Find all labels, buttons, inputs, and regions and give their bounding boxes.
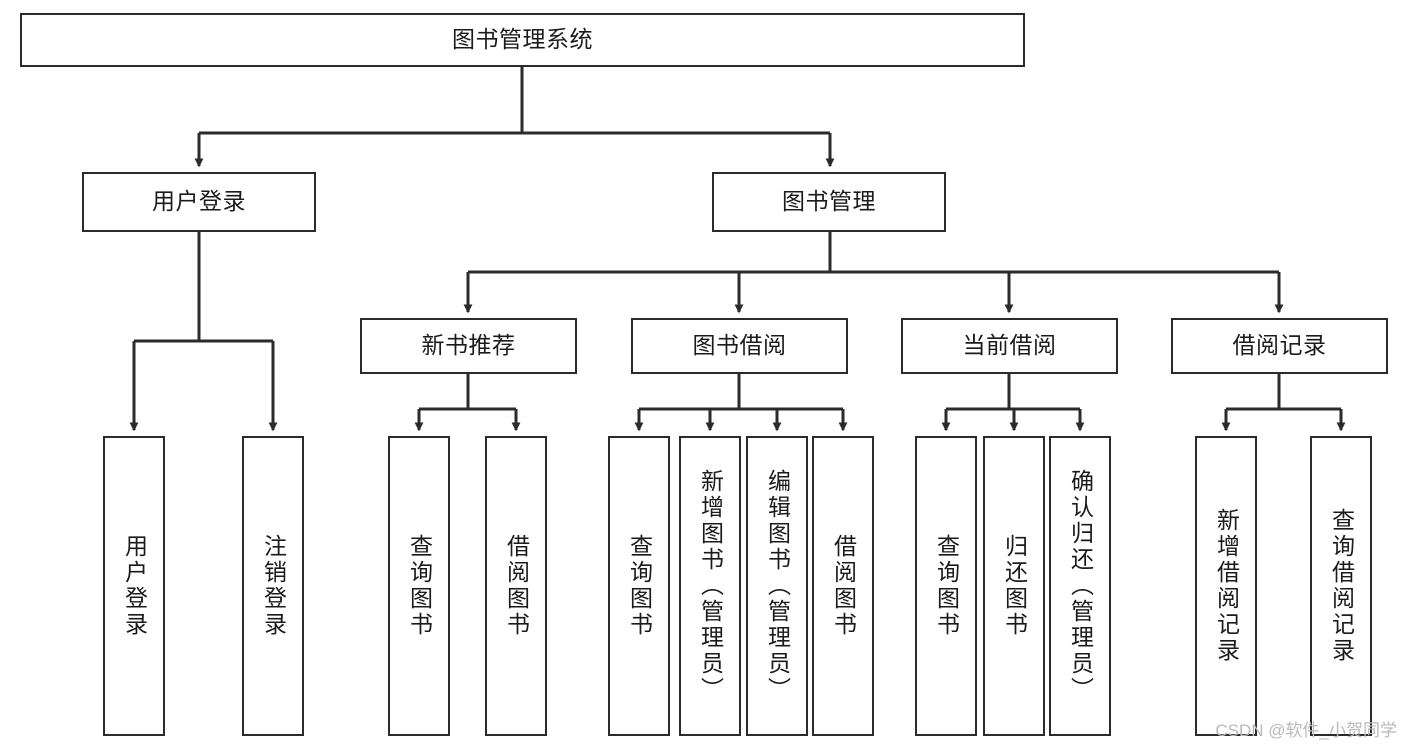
- node-book-manage[interactable]: 图书管理: [712, 172, 946, 232]
- watermark-text: CSDN @软件_小贺同学: [1215, 721, 1397, 740]
- node-leaf-query-book-1-label: 查询图书: [406, 534, 433, 638]
- node-leaf-query-book-2[interactable]: 查询图书: [608, 436, 670, 736]
- node-leaf-add-book-admin-label: 新增图书（管理员）: [697, 469, 724, 703]
- node-leaf-query-book-3-label: 查询图书: [933, 534, 960, 638]
- node-current-borrow[interactable]: 当前借阅: [901, 318, 1118, 374]
- node-root[interactable]: 图书管理系统: [20, 13, 1025, 67]
- node-leaf-confirm-return-admin[interactable]: 确认归还（管理员）: [1049, 436, 1111, 736]
- node-new-book-recommend-label: 新书推荐: [421, 332, 516, 359]
- node-user-login-label: 用户登录: [152, 188, 246, 215]
- node-book-borrow[interactable]: 图书借阅: [631, 318, 848, 374]
- node-leaf-query-borrow-record-label: 查询借阅记录: [1328, 508, 1355, 664]
- node-leaf-return-book[interactable]: 归还图书: [983, 436, 1045, 736]
- node-leaf-borrow-book-2-label: 借阅图书: [830, 534, 857, 638]
- node-leaf-borrow-book-2[interactable]: 借阅图书: [812, 436, 874, 736]
- node-book-manage-label: 图书管理: [782, 188, 876, 215]
- node-leaf-user-logout[interactable]: 注销登录: [242, 436, 304, 736]
- node-book-borrow-label: 图书借阅: [692, 332, 787, 359]
- node-leaf-add-book-admin[interactable]: 新增图书（管理员）: [679, 436, 741, 736]
- node-leaf-confirm-return-admin-label: 确认归还（管理员）: [1067, 469, 1094, 703]
- node-leaf-edit-book-admin[interactable]: 编辑图书（管理员）: [746, 436, 808, 736]
- node-user-login[interactable]: 用户登录: [82, 172, 316, 232]
- node-leaf-add-borrow-record-label: 新增借阅记录: [1213, 508, 1240, 664]
- node-current-borrow-label: 当前借阅: [962, 332, 1057, 359]
- node-borrow-record[interactable]: 借阅记录: [1171, 318, 1388, 374]
- node-borrow-record-label: 借阅记录: [1232, 332, 1327, 359]
- node-leaf-borrow-book-1-label: 借阅图书: [503, 534, 530, 638]
- node-leaf-query-book-1[interactable]: 查询图书: [388, 436, 450, 736]
- node-root-label: 图书管理系统: [452, 26, 593, 53]
- node-leaf-query-book-2-label: 查询图书: [626, 534, 653, 638]
- node-leaf-edit-book-admin-label: 编辑图书（管理员）: [764, 469, 791, 703]
- node-new-book-recommend[interactable]: 新书推荐: [360, 318, 577, 374]
- node-leaf-query-book-3[interactable]: 查询图书: [915, 436, 977, 736]
- node-leaf-return-book-label: 归还图书: [1001, 534, 1028, 638]
- node-leaf-query-borrow-record[interactable]: 查询借阅记录: [1310, 436, 1372, 736]
- node-leaf-user-login-label: 用户登录: [121, 534, 148, 638]
- node-leaf-user-login[interactable]: 用户登录: [103, 436, 165, 736]
- node-leaf-user-logout-label: 注销登录: [260, 534, 287, 638]
- node-leaf-add-borrow-record[interactable]: 新增借阅记录: [1195, 436, 1257, 736]
- node-leaf-borrow-book-1[interactable]: 借阅图书: [485, 436, 547, 736]
